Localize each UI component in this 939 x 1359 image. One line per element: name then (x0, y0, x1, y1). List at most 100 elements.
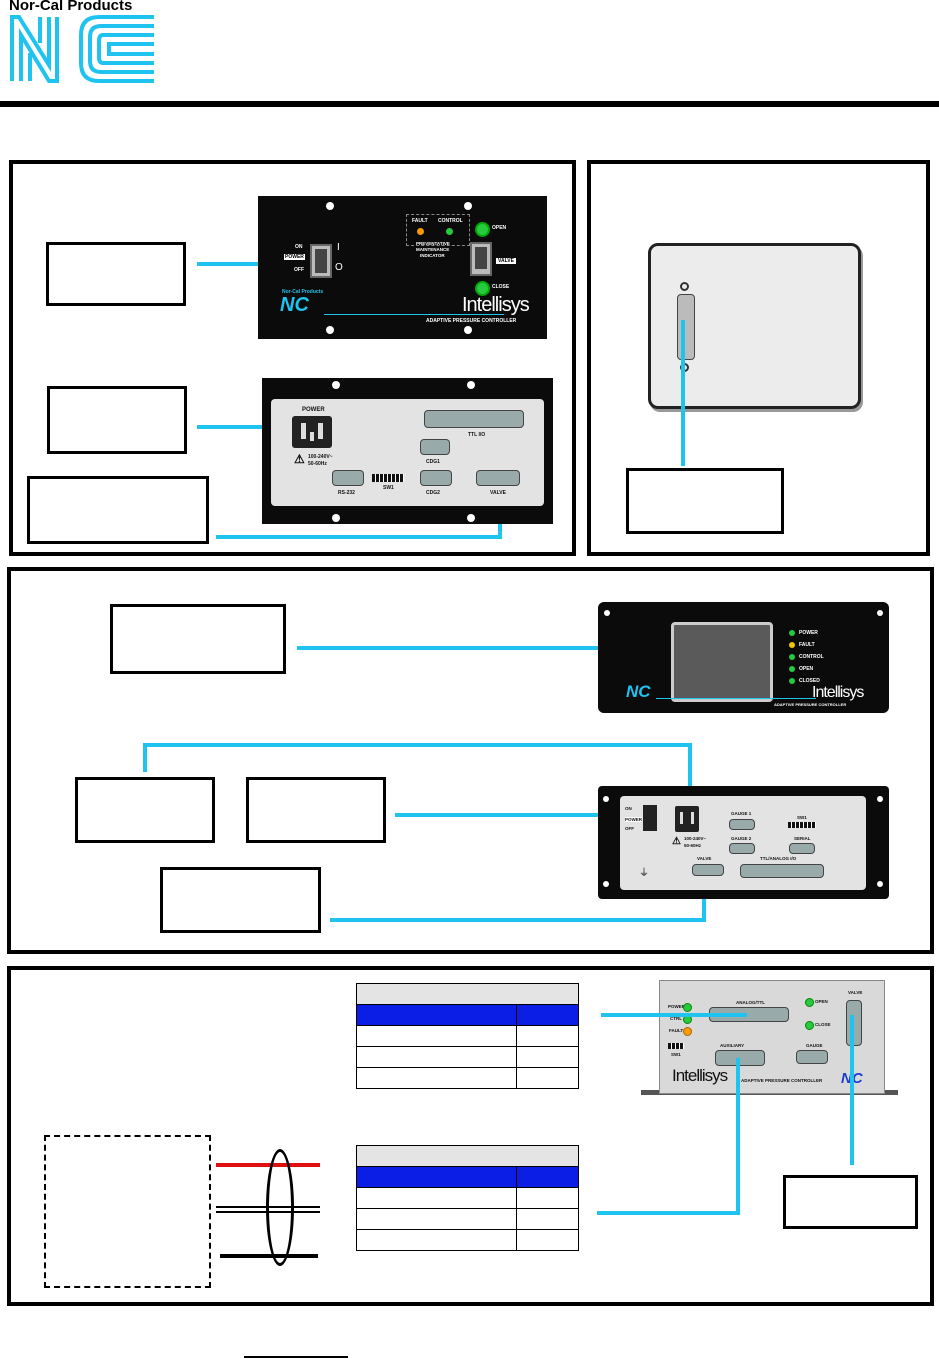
controller-front-panel: ON POWER OFF I O FAULT CONTROL PREVENTAT… (258, 196, 547, 339)
voltage-label-2: 50-60Hz (308, 461, 327, 467)
power-switch-2[interactable] (643, 805, 657, 831)
wire-black (220, 1254, 318, 1258)
rack-front-panel: POWER FAULT CONTROL OPEN CLOSED NC Intel… (598, 602, 889, 713)
rack-front-rule (656, 698, 816, 699)
cable-line (688, 743, 692, 821)
led-label: OPEN (799, 666, 814, 672)
led-label: FAULT (799, 642, 815, 648)
product-desc: ADAPTIVE PRESSURE CONTROLLER (426, 318, 517, 324)
rs232-connector[interactable] (332, 470, 364, 486)
wire-red (216, 1163, 320, 1167)
fault-led (417, 228, 424, 235)
power-inlet-2[interactable] (675, 806, 699, 832)
lcd-display (671, 622, 773, 702)
ttl-analog-connector[interactable] (740, 864, 824, 878)
close-led (475, 281, 490, 296)
switch-on-label-2: ON (625, 806, 632, 811)
valve-module-connector[interactable] (677, 294, 695, 360)
led-close-label: CLOSE (492, 284, 510, 290)
sw1-dip-4[interactable] (668, 1043, 684, 1049)
cdg2-connector[interactable] (420, 470, 452, 486)
rs232-label: RS-232 (338, 490, 355, 496)
cable-line (681, 320, 685, 466)
serial-connector[interactable] (789, 843, 815, 854)
cable-line (143, 743, 692, 747)
rack-rear-panel: ON POWER OFF ⚠ 100-240V~ 50-60Hz GAUGE 1… (598, 786, 889, 899)
label-box-power-inlet (47, 386, 187, 454)
pm-label-1: PREVENTATIVE (416, 241, 450, 246)
power-label: POWER (302, 407, 325, 413)
open-led-4 (805, 998, 814, 1007)
control-led (446, 228, 453, 235)
product-name: Intellisys (462, 294, 530, 316)
label-box-power-switch-2 (75, 777, 215, 843)
mark-on: I (337, 242, 340, 253)
sw1-dip-2[interactable] (788, 822, 816, 828)
switch-off-label: OFF (294, 267, 304, 273)
ground-icon: ⏚ (639, 868, 649, 879)
sw1-label: SW1 (383, 485, 394, 491)
valve-label-2: VALVE (697, 856, 712, 861)
mount-hole (464, 202, 472, 210)
voltage-label-2b: 50-60Hz (684, 843, 702, 848)
power-inlet[interactable] (292, 416, 332, 448)
power-rocker-switch[interactable] (310, 244, 332, 278)
cable-line (297, 646, 703, 650)
switch-off-label-2: OFF (625, 826, 634, 831)
cable-line (597, 1211, 740, 1215)
mark-off: O (335, 262, 343, 273)
mount-hole (877, 881, 883, 887)
cable-line (330, 918, 706, 922)
footer-underline (244, 1356, 348, 1358)
valve-connector[interactable] (476, 470, 520, 486)
valve-port-label: VALVE (490, 490, 506, 496)
ttl-analog-label: TTL/ANALOG I/O (760, 856, 797, 861)
ttl-io-connector[interactable] (424, 410, 524, 428)
voltage-label-2a: 100-240V~ (684, 836, 707, 841)
led-label: CLOSED (799, 678, 820, 684)
sw1-label-2: SW1 (797, 815, 807, 820)
cdg1-connector[interactable] (420, 439, 450, 455)
gauge-connector-4[interactable] (796, 1050, 828, 1064)
switch-power-label-2: POWER (625, 817, 643, 822)
valve-connector-4[interactable] (846, 1000, 862, 1046)
label-box-valve-port-2 (160, 867, 321, 933)
warning-icon-2: ⚠ (672, 836, 681, 847)
warning-icon: ⚠ (294, 452, 305, 466)
mount-hole (332, 514, 340, 522)
mount-hole (326, 326, 334, 334)
valve-label: VALVE (496, 258, 516, 264)
label-box-power-inlet-2 (246, 777, 386, 843)
label-box-power-switch (46, 242, 186, 306)
sw1-dip[interactable] (372, 474, 404, 482)
gauge1-label: GAUGE 1 (731, 811, 752, 816)
led-label: CONTROL (799, 654, 824, 660)
mount-hole (332, 381, 340, 389)
compact-product-desc: ADAPTIVE PRESSURE CONTROLLER (741, 1078, 823, 1083)
serial-label: SERIAL (794, 836, 811, 841)
gauge2-connector[interactable] (729, 843, 755, 854)
cable-line (216, 535, 502, 539)
led-control (789, 654, 795, 660)
connector-screw (680, 282, 689, 291)
rack-product-name: Intellisys (812, 684, 864, 701)
gauge1-connector[interactable] (729, 819, 755, 830)
valve-switch[interactable] (470, 242, 492, 276)
front-brand-small: Nor-Cal Products (282, 289, 324, 295)
cdg2-label: CDG2 (426, 490, 440, 496)
close-led-4 (805, 1021, 814, 1030)
auxiliary-connector[interactable] (715, 1050, 765, 1066)
controller-rear-panel: POWER ⚠ 100-240V~ 50-60Hz TTL I/O CDG1 R… (262, 378, 553, 524)
gauge2-label: GAUGE 2 (731, 836, 752, 841)
label-box-valve-port (27, 476, 209, 544)
led-power (789, 630, 795, 636)
pm-label-2: MAINTENANCE (416, 247, 450, 252)
led-closed (789, 678, 795, 684)
mount-hole (604, 610, 610, 616)
led-open (789, 666, 795, 672)
compact-product-name: Intellisys (672, 1066, 728, 1085)
cable-line (395, 813, 657, 817)
cable-line (736, 1058, 740, 1215)
valve-connector-2[interactable] (692, 864, 724, 876)
pinout-table-1 (356, 983, 579, 1089)
